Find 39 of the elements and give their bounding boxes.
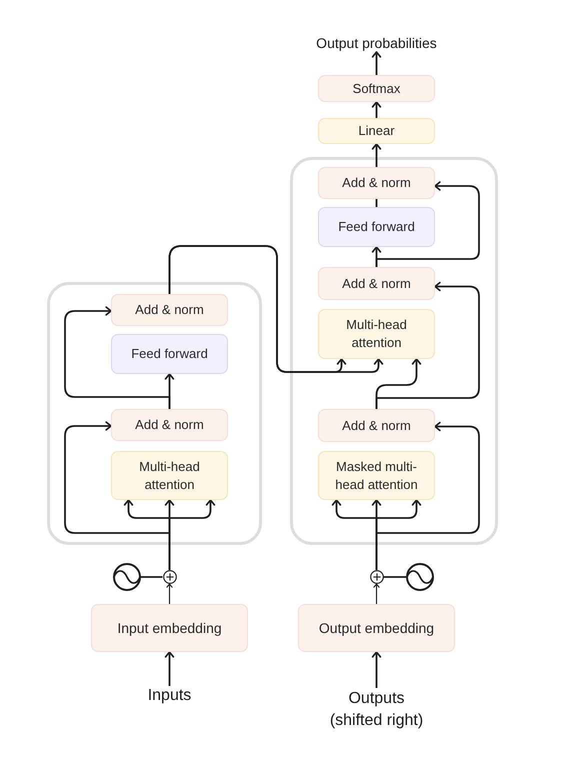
layer-block: Feed forward (318, 207, 435, 247)
layer-block: Linear (318, 118, 435, 144)
label-text: Inputs (148, 686, 192, 706)
arrow (166, 583, 173, 604)
label-text: Output probabilities (316, 34, 437, 52)
layer-block: Multi-head attention (111, 451, 228, 500)
layer-block: Add & norm (111, 409, 228, 441)
arrow (64, 421, 170, 570)
layer-block: Output embedding (298, 604, 455, 652)
arrow (372, 101, 382, 118)
arrow (168, 245, 384, 373)
sine-wave-icon (112, 563, 140, 591)
layer-block: Add & norm (318, 267, 435, 300)
arrow (373, 583, 380, 604)
label-text: Outputs (shifted right) (326, 688, 426, 732)
sine-wave-icon (406, 563, 434, 591)
layer-block: Add & norm (318, 167, 435, 199)
layer-block: Add & norm (111, 294, 228, 326)
arrow (376, 422, 480, 570)
layer-block: Add & norm (318, 409, 435, 442)
arrow (372, 143, 382, 167)
layer-block: Softmax (318, 75, 435, 102)
arrow (372, 651, 382, 688)
arrow (164, 651, 174, 686)
arrow (376, 181, 480, 267)
layer-block: Feed forward (111, 334, 228, 374)
plus-circle-icon (162, 570, 176, 584)
connector-line (384, 576, 406, 578)
group-frame (290, 157, 498, 545)
layer-block: Multi-head attention (318, 309, 435, 359)
connector-line (376, 199, 378, 207)
layer-block: Input embedding (91, 604, 248, 652)
arrow (376, 282, 480, 409)
arrow (64, 306, 170, 409)
group-frame (47, 282, 262, 545)
plus-circle-icon (370, 570, 384, 584)
layer-block: Masked multi-head attention (318, 451, 435, 500)
arrow (372, 51, 382, 75)
connector-line (140, 576, 162, 578)
